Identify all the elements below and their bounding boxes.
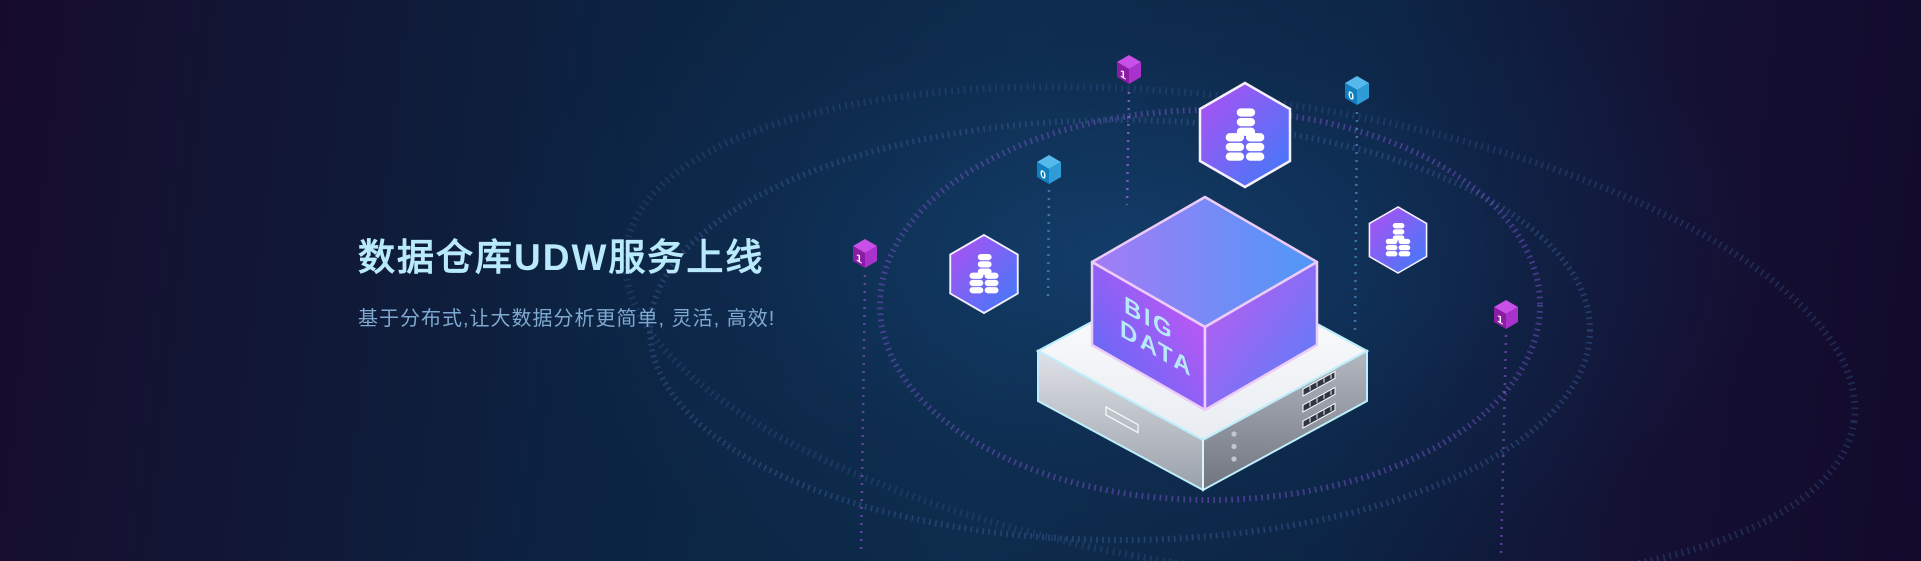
big-data-cube [1090,195,1319,412]
bit-digit: 1 [856,252,862,266]
bit-cube: 0 [1037,155,1061,184]
bit-digit: 1 [1497,313,1503,327]
bit-digit: 1 [1120,68,1126,82]
bit-digit: 0 [1348,89,1354,103]
bit-cube: 0 [1345,76,1369,105]
banner-copy: 数据仓库UDW服务上线 基于分布式,让大数据分析更简单, 灵活, 高效! [358,236,775,331]
hexagon-database-node [1368,206,1428,274]
bit-cube: 1 [1494,300,1518,329]
bit-digit: 0 [1040,168,1046,182]
hexagon-database-node [949,234,1019,314]
drop-lines [859,91,1508,556]
platform-status-dots [1231,431,1237,462]
banner-subtitle: 基于分布式,让大数据分析更简单, 灵活, 高效! [358,308,776,331]
banner-title: 数据仓库UDW服务上线 [358,237,765,278]
orbit-ellipse-purple [877,107,1543,503]
platform-slot [1105,405,1139,434]
bit-cube: 1 [1117,55,1141,84]
bit-cube: 1 [853,239,877,268]
orbit-ellipse-blue [647,117,1593,543]
hexagon-database-node [1198,81,1292,189]
platform-vents [1302,370,1336,429]
